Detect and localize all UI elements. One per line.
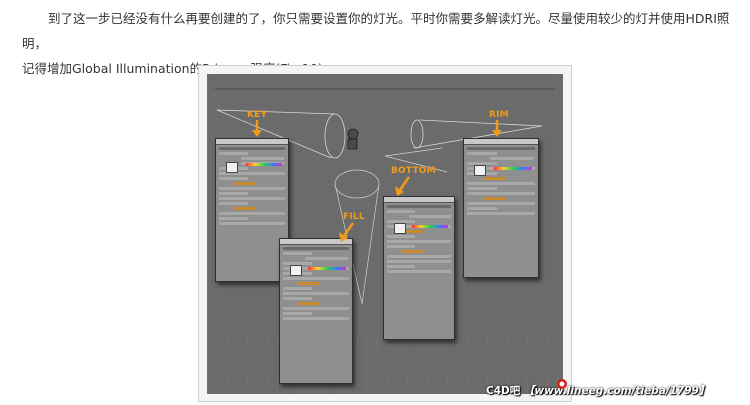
watermark-url: 【www.lineeg.com/tieba/1799】 — [523, 385, 710, 397]
key-light-label: KEY — [247, 110, 268, 120]
rim-light-cone-icon — [410, 119, 543, 149]
bottom-light-cone-icon — [384, 147, 448, 173]
rim-arrow-icon — [492, 120, 502, 137]
fill-light-attributes-window — [279, 238, 353, 384]
bottom-light-attributes-window — [383, 196, 455, 340]
watermark-stamp-icon — [557, 379, 567, 389]
key-light-cone-icon — [216, 109, 346, 159]
bottom-light-label: BOTTOM — [391, 166, 436, 176]
rim-light-attributes-window — [463, 138, 539, 278]
bottom-arrow-icon — [395, 176, 411, 196]
fill-arrow-icon — [339, 222, 355, 242]
article-paragraph: 到了这一步已经没有什么再要创建的了，你只需要设置你的灯光。平时你需要多解读灯光。… — [22, 6, 742, 81]
rim-light-label: RIM — [489, 110, 509, 120]
c4d-viewport: KEY RIM BOTTOM FILL — [207, 74, 563, 394]
paragraph-line-1: 到了这一步已经没有什么再要创建的了，你只需要设置你的灯光。平时你需要多解读灯光。… — [22, 11, 730, 51]
key-arrow-icon — [252, 120, 262, 137]
key-light-attributes-window — [215, 138, 289, 282]
character-model-icon — [347, 128, 359, 150]
fill-light-label: FILL — [343, 212, 365, 222]
watermark-logo: C4D吧 — [486, 385, 521, 397]
image-watermark: C4D吧 【www.lineeg.com/tieba/1799】 — [486, 383, 709, 398]
figure-10-image: KEY RIM BOTTOM FILL — [198, 65, 572, 402]
